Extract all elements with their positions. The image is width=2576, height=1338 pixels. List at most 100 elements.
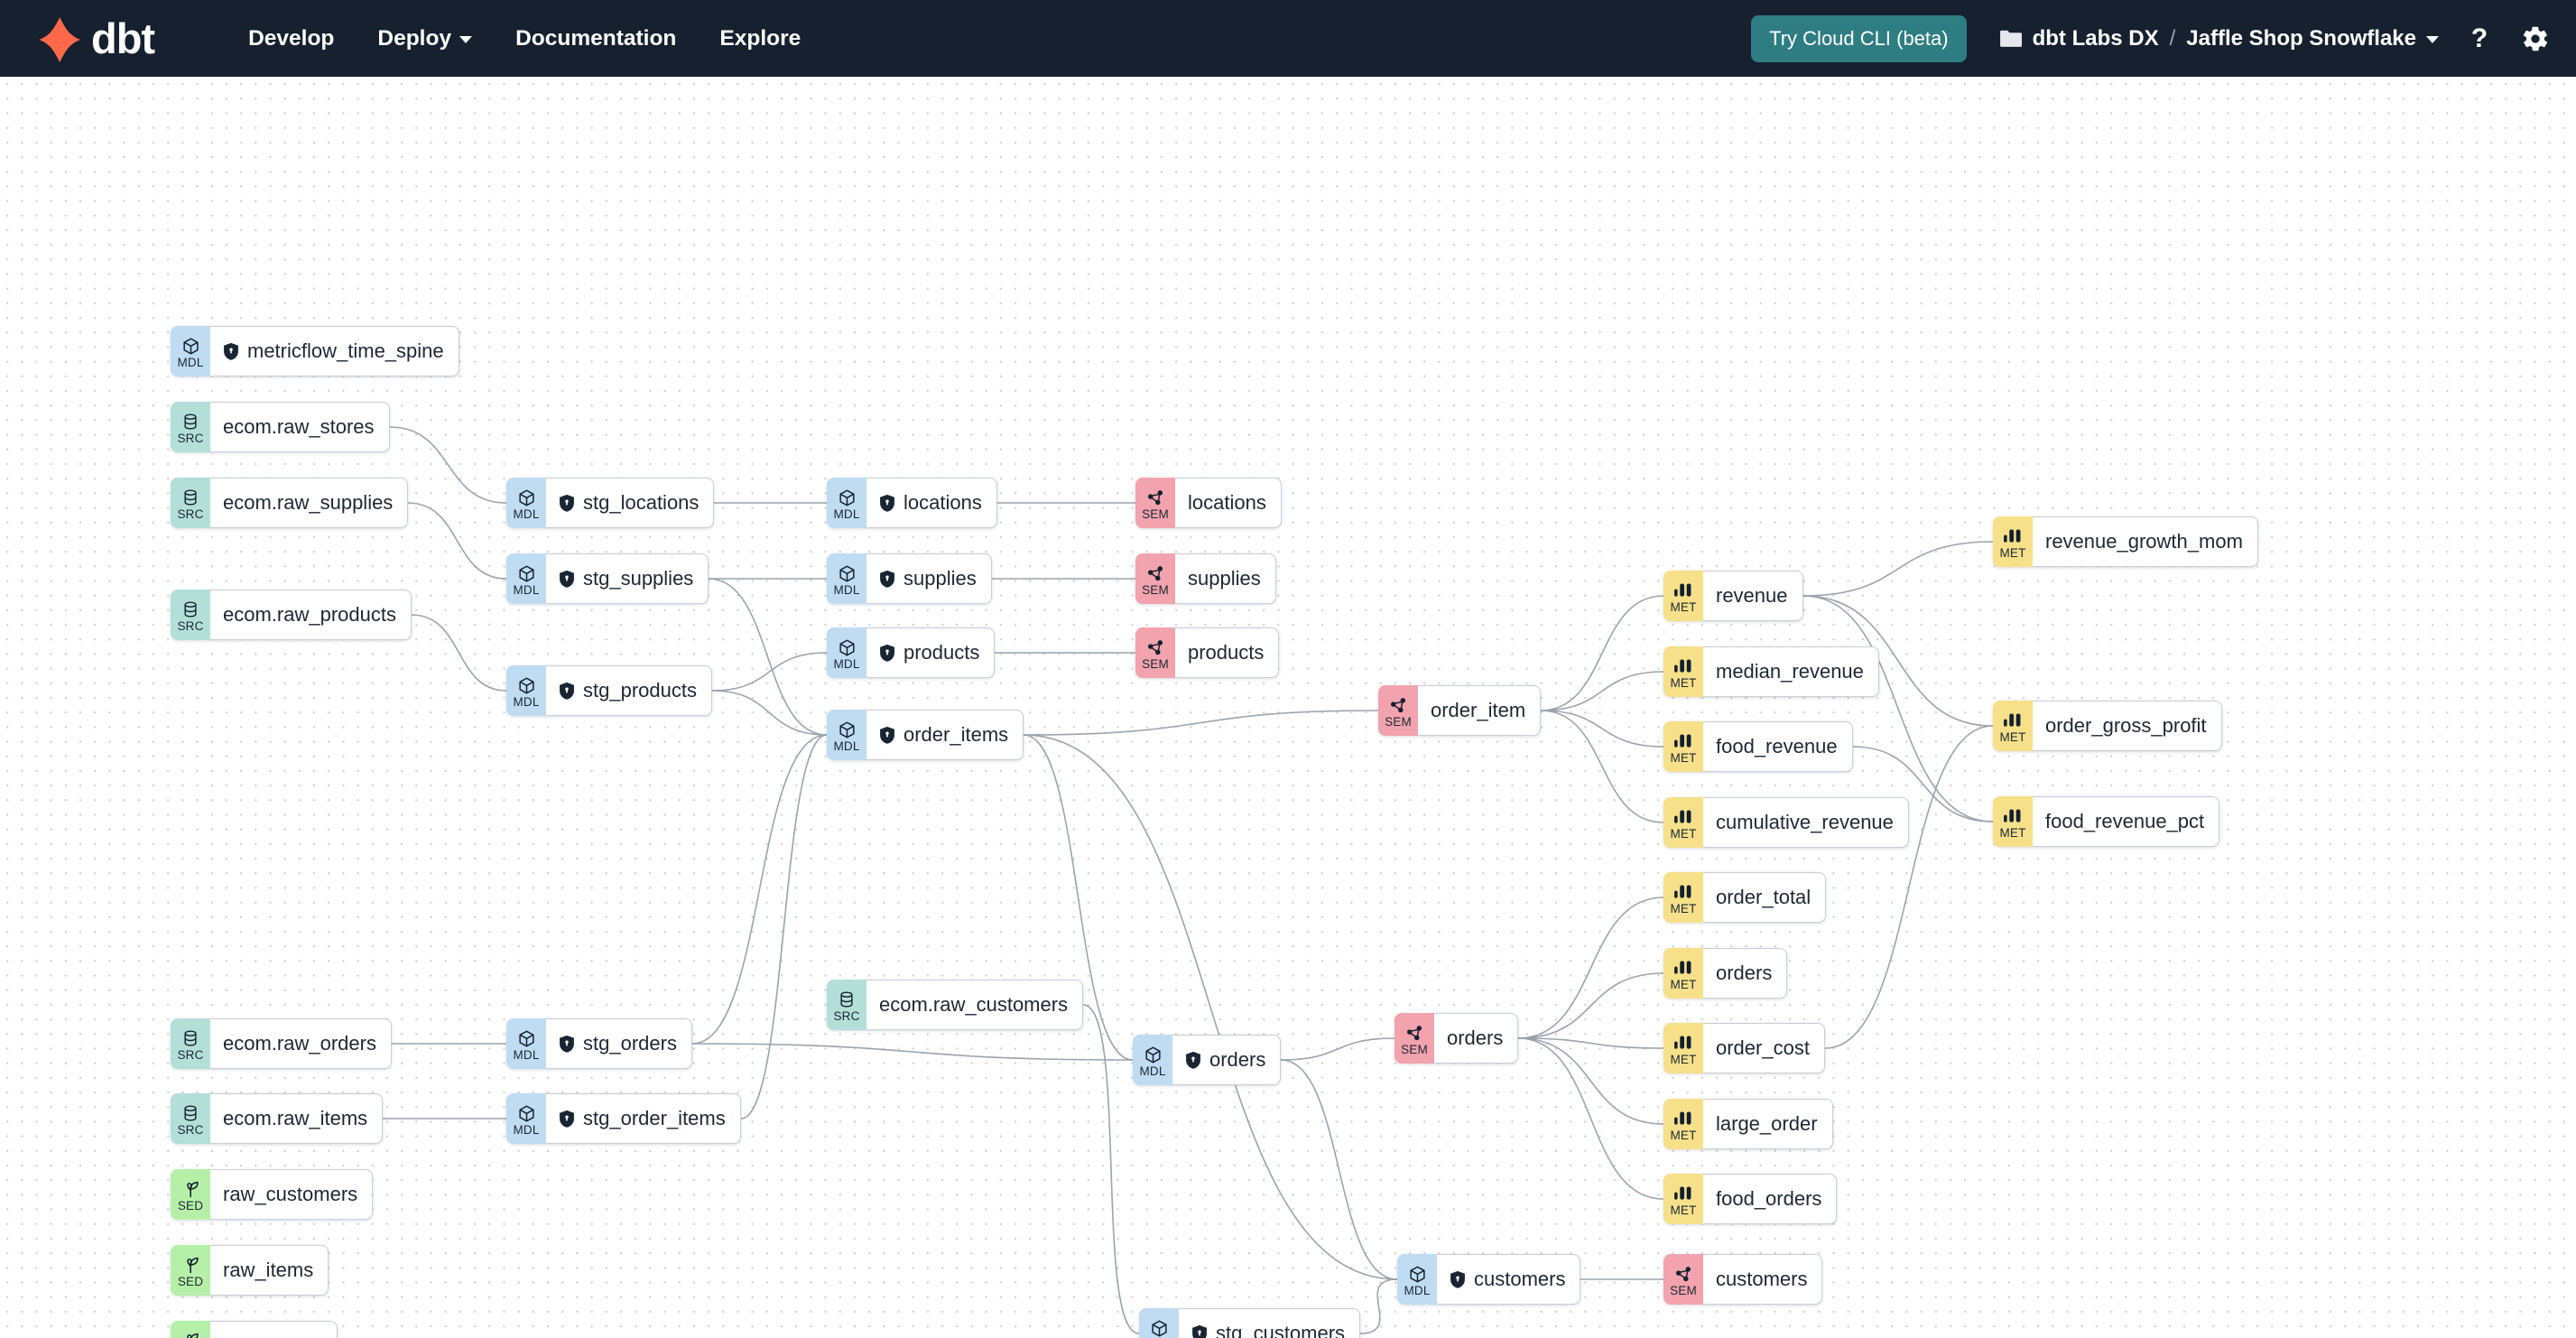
network-icon xyxy=(1146,563,1165,583)
node-body: supplies xyxy=(1175,553,1276,604)
gear-icon[interactable] xyxy=(2520,24,2551,53)
node-label: food_orders xyxy=(1716,1187,1822,1210)
node-type-badge-sed: SED xyxy=(171,1321,210,1338)
node-body: stg_supplies xyxy=(546,553,709,604)
cube-icon xyxy=(181,336,200,356)
nav-link-documentation[interactable]: Documentation xyxy=(494,17,698,60)
nav-link-develop[interactable]: Develop xyxy=(227,17,356,60)
node-label: ecom.raw_stores xyxy=(223,415,375,438)
chevron-down-icon xyxy=(2426,36,2439,43)
node-type-label: SRC xyxy=(833,1009,860,1024)
shield-icon xyxy=(880,644,894,662)
graph-node-stg_order_items[interactable]: MDL stg_order_items xyxy=(506,1093,741,1144)
node-type-label: SEM xyxy=(1142,507,1169,522)
edge-sem_order_item-to-met_cumulative_revenue xyxy=(1540,710,1664,823)
account-name[interactable]: dbt Labs DX xyxy=(2032,25,2159,51)
nav-link-deploy[interactable]: Deploy xyxy=(356,17,494,60)
graph-node-met_order_cost[interactable]: MET order_cost xyxy=(1663,1023,1825,1073)
node-type-label: MDL xyxy=(833,657,860,672)
node-label: stg_order_items xyxy=(583,1107,726,1129)
node-type-badge-src: SRC xyxy=(171,1018,210,1069)
graph-node-sem_products[interactable]: SEM products xyxy=(1135,627,1280,678)
node-type-label: SRC xyxy=(177,432,204,446)
node-type-badge-sem: SEM xyxy=(1395,1013,1434,1064)
project-selector[interactable]: Jaffle Shop Snowflake xyxy=(2186,26,2439,51)
edge-stg_products-to-mdl_order_items xyxy=(711,690,828,736)
edge-stg_products-to-mdl_products xyxy=(711,652,828,692)
node-type-badge-mdl: MDL xyxy=(171,326,210,376)
node-body: orders xyxy=(1172,1035,1282,1085)
node-type-label: SEM xyxy=(1670,1284,1697,1298)
shield-icon xyxy=(1192,1324,1207,1338)
node-type-badge-met: MET xyxy=(1993,701,2033,751)
node-label: raw_customers xyxy=(223,1183,358,1205)
database-icon xyxy=(181,1103,199,1123)
edge-src_raw_customers-to-stg_customers xyxy=(1082,1004,1140,1334)
node-type-label: MDL xyxy=(177,356,204,370)
cube-icon xyxy=(838,720,857,739)
edge-sem_order_item-to-met_food_revenue xyxy=(1540,710,1664,748)
node-type-label: MET xyxy=(1670,1053,1697,1067)
network-icon xyxy=(1146,488,1165,507)
seedling-icon xyxy=(181,1179,200,1199)
graph-node-mdl_products[interactable]: MDL products xyxy=(827,627,996,678)
main-nav-links: Develop Deploy Documentation Explore xyxy=(227,17,822,60)
edge-sem_orders-to-met_large_order xyxy=(1517,1037,1664,1125)
dbt-logo[interactable]: dbt xyxy=(34,14,155,64)
node-type-label: SEM xyxy=(1401,1043,1428,1057)
node-label: products xyxy=(1188,641,1265,664)
node-type-label: MDL xyxy=(1139,1064,1166,1079)
cube-icon xyxy=(517,675,536,695)
node-type-label: SED xyxy=(177,1275,204,1289)
graph-node-src_raw_stores[interactable]: SRC ecom.raw_stores xyxy=(171,402,390,452)
node-type-badge-mdl: MDL xyxy=(506,1093,546,1144)
bar-chart-icon xyxy=(2003,526,2024,546)
node-body: food_revenue xyxy=(1703,721,1853,772)
nav-link-explore[interactable]: Explore xyxy=(698,17,822,60)
node-label: order_cost xyxy=(1716,1036,1810,1059)
graph-node-mdl_orders[interactable]: MDL orders xyxy=(1133,1035,1282,1085)
help-icon[interactable]: ? xyxy=(2464,23,2495,54)
node-body: customers xyxy=(1437,1254,1581,1305)
node-type-label: MET xyxy=(1670,978,1697,992)
node-body: products xyxy=(866,627,996,678)
try-cloud-cli-button[interactable]: Try Cloud CLI (beta) xyxy=(1751,14,1967,62)
node-type-badge-sem: SEM xyxy=(1135,627,1175,678)
node-type-badge-mdl: MDL xyxy=(827,553,866,604)
